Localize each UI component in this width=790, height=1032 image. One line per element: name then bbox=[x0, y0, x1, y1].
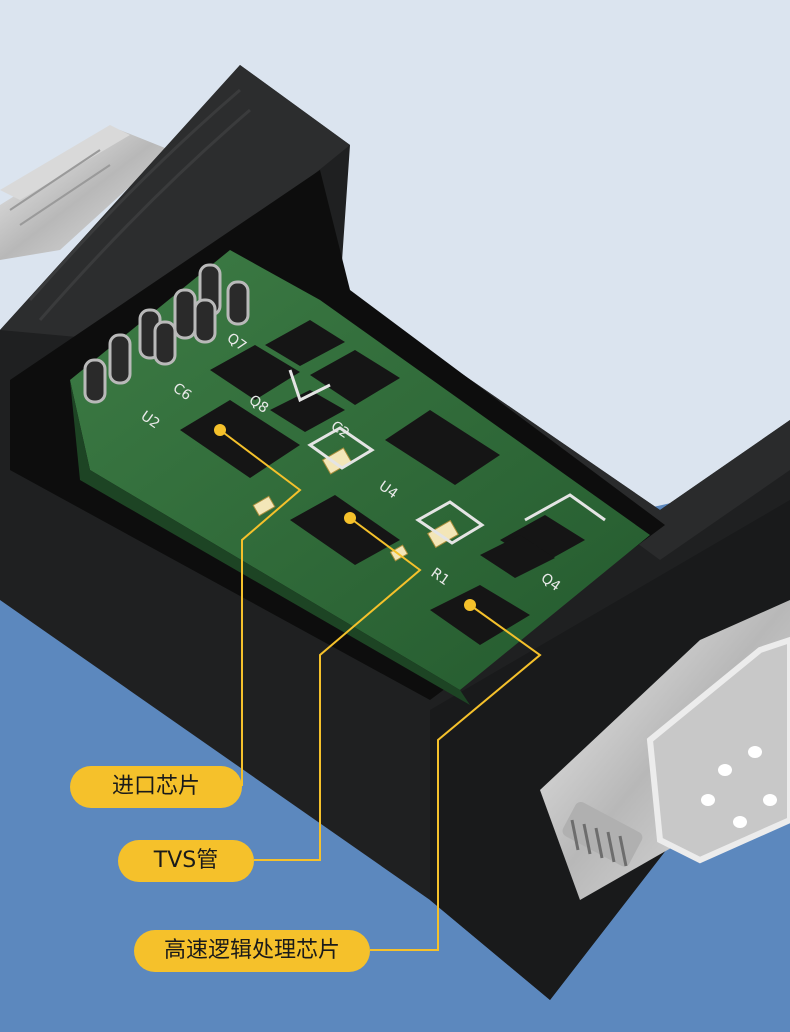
pcb-components bbox=[180, 320, 585, 645]
circuit-board bbox=[70, 250, 650, 705]
thumb-screw bbox=[562, 801, 643, 867]
pin-header bbox=[83, 263, 250, 404]
callout-dots bbox=[214, 424, 476, 611]
callout-leader-lines bbox=[219, 429, 542, 951]
callout-high-speed-logic-chip: 高速逻辑处理芯片 bbox=[134, 930, 370, 972]
callout-imported-chip: 进口芯片 bbox=[70, 766, 242, 808]
callout-tvs-diode: TVS管 bbox=[118, 840, 254, 882]
silkscreen-outlines bbox=[288, 369, 606, 545]
right-db9-connector bbox=[540, 600, 790, 900]
left-db9-connector bbox=[0, 125, 170, 260]
